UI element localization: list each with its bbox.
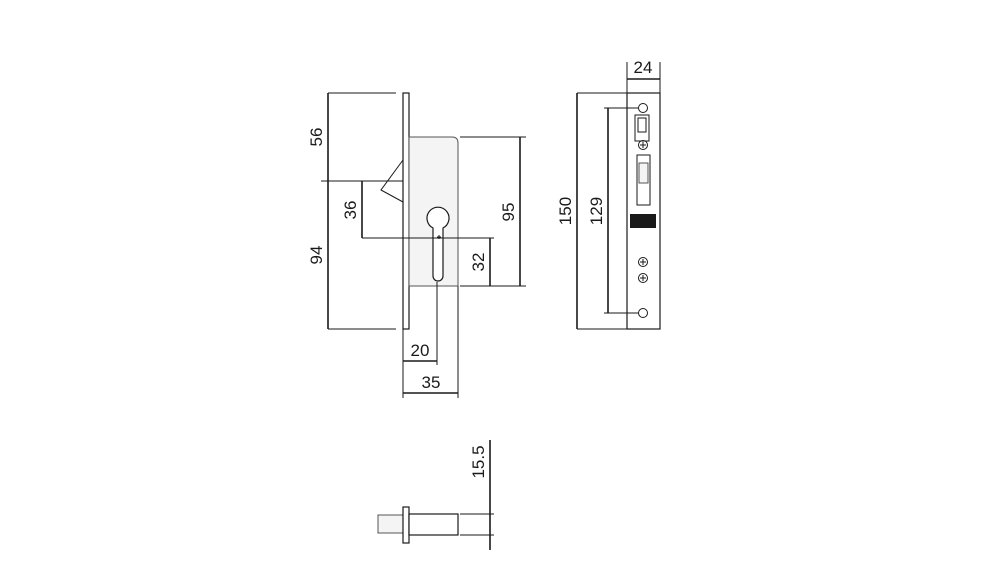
- dim-label-95: 95: [499, 203, 518, 222]
- latch-tongue: [637, 117, 647, 133]
- screw-hole-bottom: [638, 308, 648, 318]
- dim-label-94: 94: [307, 246, 326, 265]
- side-view: 56 36 94 95 32 20 35: [307, 92, 526, 398]
- latch-bolt: [380, 159, 404, 203]
- dim-label-36: 36: [341, 201, 360, 220]
- dim-label-129: 129: [587, 197, 606, 225]
- dim-label-32: 32: [469, 253, 488, 272]
- logo-block: [630, 214, 656, 228]
- front-plate: [626, 92, 661, 330]
- dim-label-150: 150: [556, 197, 575, 225]
- dim-label-15-5: 15.5: [469, 445, 488, 478]
- cylinder-keyhole: [426, 206, 450, 282]
- dim-label-20: 20: [411, 341, 430, 360]
- bolt-stub: [377, 514, 406, 534]
- dim-label-24: 24: [634, 58, 653, 77]
- screw-hole-top: [638, 103, 648, 113]
- bolt-flange: [402, 506, 410, 544]
- screw-lower-1: [638, 257, 648, 267]
- screw-upper: [638, 140, 648, 150]
- dim-label-35: 35: [422, 373, 441, 392]
- dim-label-56: 56: [307, 128, 326, 147]
- front-view: 150 129 24: [556, 58, 661, 330]
- bolt-window: [636, 154, 651, 206]
- screw-lower-1-cross: [640, 259, 646, 265]
- screw-lower-2: [638, 273, 648, 283]
- bolt-view: 15.5: [377, 440, 494, 550]
- face-plate: [402, 92, 410, 330]
- bolt-window-inner: [638, 162, 649, 184]
- screw-upper-cross: [640, 142, 646, 148]
- screw-lower-2-cross: [640, 275, 646, 281]
- bolt-body: [408, 513, 459, 536]
